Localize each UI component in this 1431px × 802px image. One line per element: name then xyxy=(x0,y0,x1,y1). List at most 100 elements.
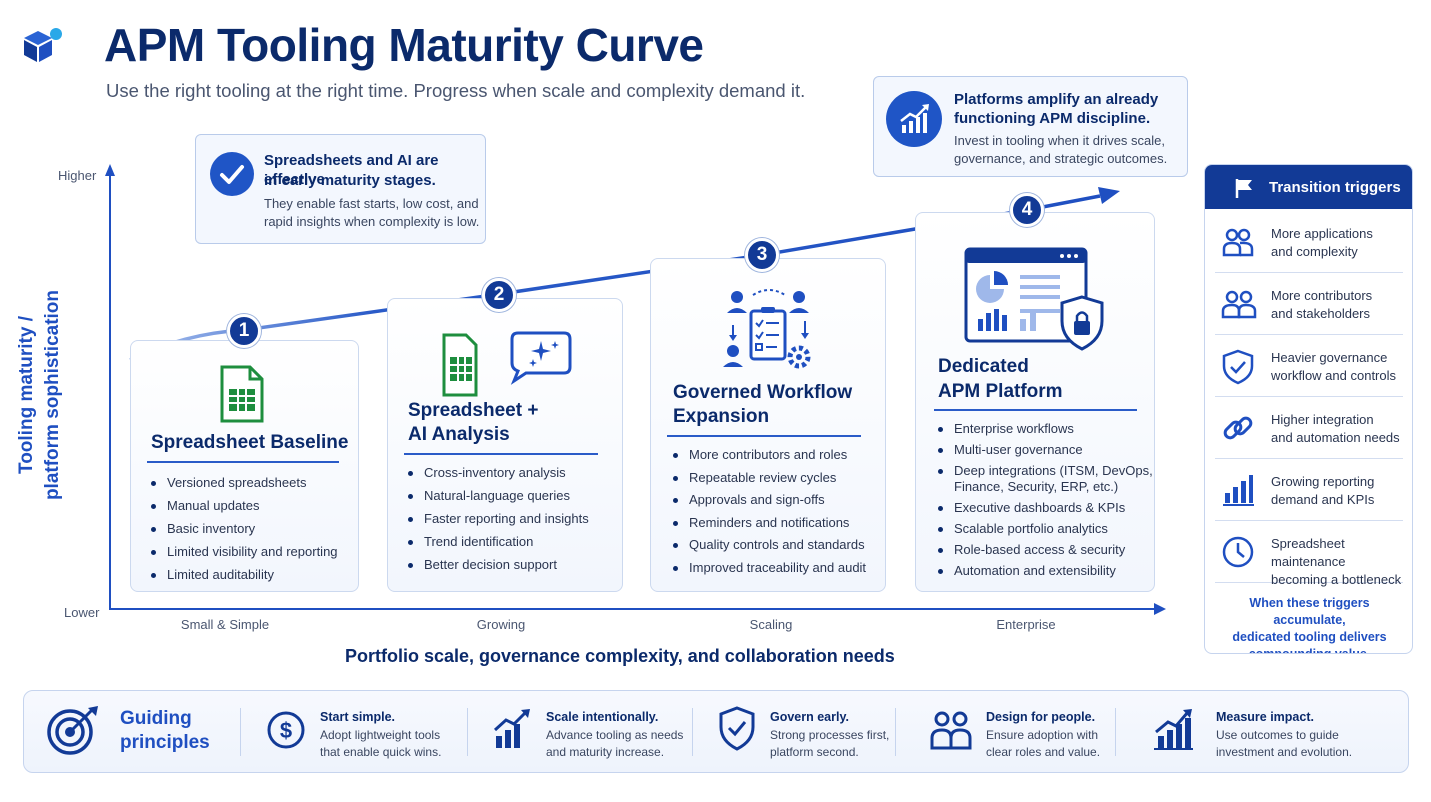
list-item: Faster reporting and insights xyxy=(404,511,589,527)
list-item: Deep integrations (ITSM, DevOps, xyxy=(934,463,1153,479)
principle-body-line2: platform second. xyxy=(770,745,859,759)
list-item: Role-based access & security xyxy=(934,542,1153,558)
y-axis-label-line2: platform sophistication xyxy=(42,289,63,501)
principle-body-line1: Adopt lightweight tools xyxy=(320,728,441,742)
stage-card-4: Dedicated APM Platform Enterprise workfl… xyxy=(915,212,1155,592)
principles-title: Guiding principles xyxy=(120,707,220,755)
stage-bullets: Cross-inventory analysis Natural-languag… xyxy=(404,465,589,573)
stage-card-2: Spreadsheet + AI Analysis Cross-inventor… xyxy=(387,298,623,592)
guiding-principles-bar xyxy=(23,690,1409,773)
divider xyxy=(895,708,896,756)
spreadsheet-icon xyxy=(220,365,264,423)
list-item: Improved traceability and audit xyxy=(669,560,866,576)
principle-body: Strong processes first,platform second. xyxy=(770,727,889,761)
x-tick-scaling: Scaling xyxy=(749,617,793,632)
callout-early-stages: Spreadsheets and AI are effective in ear… xyxy=(195,134,486,244)
list-item: Quality controls and standards xyxy=(669,537,866,553)
list-item: Enterprise workflows xyxy=(934,421,1153,437)
platform-dashboard-icon xyxy=(964,247,1104,351)
principle-body-line2: investment and evolution. xyxy=(1216,745,1353,759)
principles-title-line2: principles xyxy=(120,732,210,753)
stage-badge-1: 1 xyxy=(227,314,261,348)
callout-body-line2: rapid insights when complexity is low. xyxy=(264,214,480,229)
trigger-label-line1: Higher integration xyxy=(1271,412,1374,427)
principle-body-line1: Use outcomes to guide xyxy=(1216,728,1339,742)
trigger-label: Spreadsheet maintenance becoming a bottle… xyxy=(1271,535,1411,589)
principle-heading: Measure impact. xyxy=(1216,710,1314,724)
principle-heading: Start simple. xyxy=(320,710,396,724)
growth-chart-icon xyxy=(493,709,530,748)
list-item: Limited auditability xyxy=(147,567,338,583)
shield-check-icon xyxy=(1222,349,1254,385)
x-tick-small-simple: Small & Simple xyxy=(180,617,270,632)
people-icon xyxy=(930,711,972,750)
page-subtitle: Use the right tooling at the right time.… xyxy=(106,80,806,101)
stage-title-line1: Spreadsheet Baseline xyxy=(151,432,349,453)
x-axis-label: Portfolio scale, governance complexity, … xyxy=(345,646,895,666)
stage-badge-3: 3 xyxy=(745,238,779,272)
list-item: Basic inventory xyxy=(147,521,338,537)
trigger-label-line1: More contributors xyxy=(1271,288,1373,303)
x-tick-enterprise: Enterprise xyxy=(996,617,1056,632)
principle-body-line2: and maturity increase. xyxy=(546,745,665,759)
principle-body-line1: Advance tooling as needs xyxy=(546,728,684,742)
stage-card-1: Spreadsheet Baseline Versioned spreadshe… xyxy=(130,340,359,592)
trigger-label-line1: Spreadsheet maintenance xyxy=(1271,536,1346,569)
y-axis-arrow xyxy=(105,164,115,176)
principles-title-line1: Guiding xyxy=(120,708,192,729)
stage-card-3: Governed Workflow Expansion More contrib… xyxy=(650,258,886,592)
trigger-label-line2: workflow and controls xyxy=(1271,368,1396,383)
trigger-item: Growing reporting demand and KPIs xyxy=(1215,459,1403,521)
callout-heading-line2: in early maturity stages. xyxy=(264,172,436,189)
link-icon xyxy=(1223,416,1253,440)
stage-title-line2: AI Analysis xyxy=(408,424,510,445)
trigger-label: More contributors and stakeholders xyxy=(1271,287,1411,323)
principle-body-line1: Ensure adoption with xyxy=(986,728,1099,742)
trigger-item: Spreadsheet maintenance becoming a bottle… xyxy=(1215,521,1403,587)
callout-body-line1: They enable fast starts, low cost, and xyxy=(264,196,479,211)
trigger-item: More contributors and stakeholders xyxy=(1215,273,1403,335)
list-item: Automation and extensibility xyxy=(934,563,1153,579)
triggers-header: Transition triggers xyxy=(1205,165,1412,209)
list-item: Repeatable review cycles xyxy=(669,470,866,486)
trigger-label: Growing reporting demand and KPIs xyxy=(1271,473,1411,509)
triggers-footer: When these triggers accumulate, dedicate… xyxy=(1213,595,1406,654)
triggers-footer-line1: When these triggers accumulate, xyxy=(1249,596,1370,627)
callout-body-line1: Invest in tooling when it drives scale, xyxy=(954,133,1165,148)
stage-title-rule xyxy=(147,461,339,463)
trigger-label-line2: demand and KPIs xyxy=(1271,492,1375,507)
growth-chart-icon xyxy=(1154,709,1193,750)
trigger-label-line2: and stakeholders xyxy=(1271,306,1371,321)
triggers-footer-line3: compounding value. xyxy=(1248,647,1371,654)
y-axis-high-label: Higher xyxy=(58,168,97,183)
list-item: Limited visibility and reporting xyxy=(147,544,338,560)
checkmark-icon xyxy=(210,152,254,196)
workflow-icon xyxy=(723,289,811,369)
stage-badge-2: 2 xyxy=(482,278,516,312)
trigger-label-line2: becoming a bottleneck xyxy=(1271,572,1402,587)
callout-heading-line1: Spreadsheets and AI are effective xyxy=(264,152,439,188)
callout-heading-line1: Platforms amplify an already xyxy=(954,91,1159,108)
list-item-continuation: Finance, Security, ERP, etc.) xyxy=(954,479,1119,494)
stage-bullets: Versioned spreadsheets Manual updates Ba… xyxy=(147,475,338,583)
people-icon xyxy=(1222,228,1254,257)
target-icon xyxy=(47,706,98,755)
trigger-label-line2: and automation needs xyxy=(1271,430,1400,445)
flag-icon xyxy=(1235,179,1252,198)
y-axis-label: Tooling maturity /platform sophisticatio… xyxy=(14,270,74,520)
trigger-label-line1: Growing reporting xyxy=(1271,474,1375,489)
stage-badge-4: 4 xyxy=(1010,193,1044,227)
logo-icon xyxy=(24,28,62,62)
principle-heading: Design for people. xyxy=(986,710,1096,724)
list-item: Trend identification xyxy=(404,534,589,550)
bar-chart-icon xyxy=(1223,475,1254,506)
callout-body-line2: governance, and strategic outcomes. xyxy=(954,151,1168,166)
stage-title-rule xyxy=(404,453,598,455)
group-icon xyxy=(1221,290,1257,319)
list-item: More contributors and roles xyxy=(669,447,866,463)
